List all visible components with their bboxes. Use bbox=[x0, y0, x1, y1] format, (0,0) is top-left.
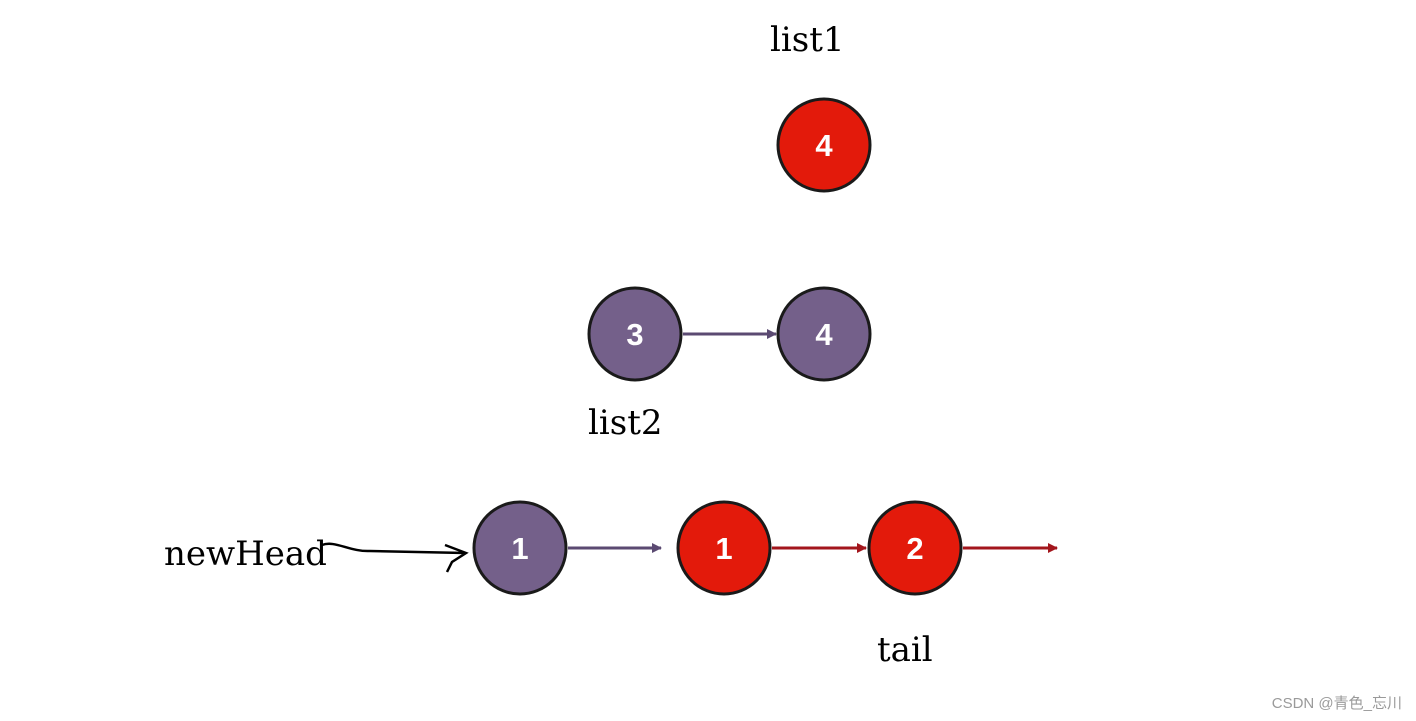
node-circle bbox=[472, 500, 568, 596]
node-value: 1 bbox=[715, 531, 732, 566]
node-circle bbox=[776, 97, 872, 193]
node-circle bbox=[867, 500, 963, 596]
label-newhead: newHead bbox=[164, 534, 327, 574]
node-value: 4 bbox=[815, 128, 833, 163]
label-tail: tail bbox=[877, 630, 933, 670]
node-new-node-2: 2 bbox=[867, 500, 963, 596]
node-new-node-1b: 1 bbox=[676, 500, 772, 596]
node-value: 3 bbox=[626, 317, 643, 352]
node-circle bbox=[676, 500, 772, 596]
node-value: 2 bbox=[906, 531, 923, 566]
node-list2-node-3: 3 bbox=[587, 286, 683, 382]
node-value: 1 bbox=[511, 531, 528, 566]
label-list1: list1 bbox=[770, 20, 845, 60]
node-new-node-1a: 1 bbox=[472, 500, 568, 596]
node-value: 4 bbox=[815, 317, 833, 352]
hand-drawn-newhead-arrow bbox=[321, 542, 469, 573]
node-circle bbox=[587, 286, 683, 382]
node-circle bbox=[776, 286, 872, 382]
node-list2-node-4: 4 bbox=[776, 286, 872, 382]
watermark: CSDN @青色_忘川 bbox=[1271, 695, 1402, 712]
node-list1-node-4: 4 bbox=[776, 97, 872, 193]
label-list2: list2 bbox=[588, 403, 663, 443]
